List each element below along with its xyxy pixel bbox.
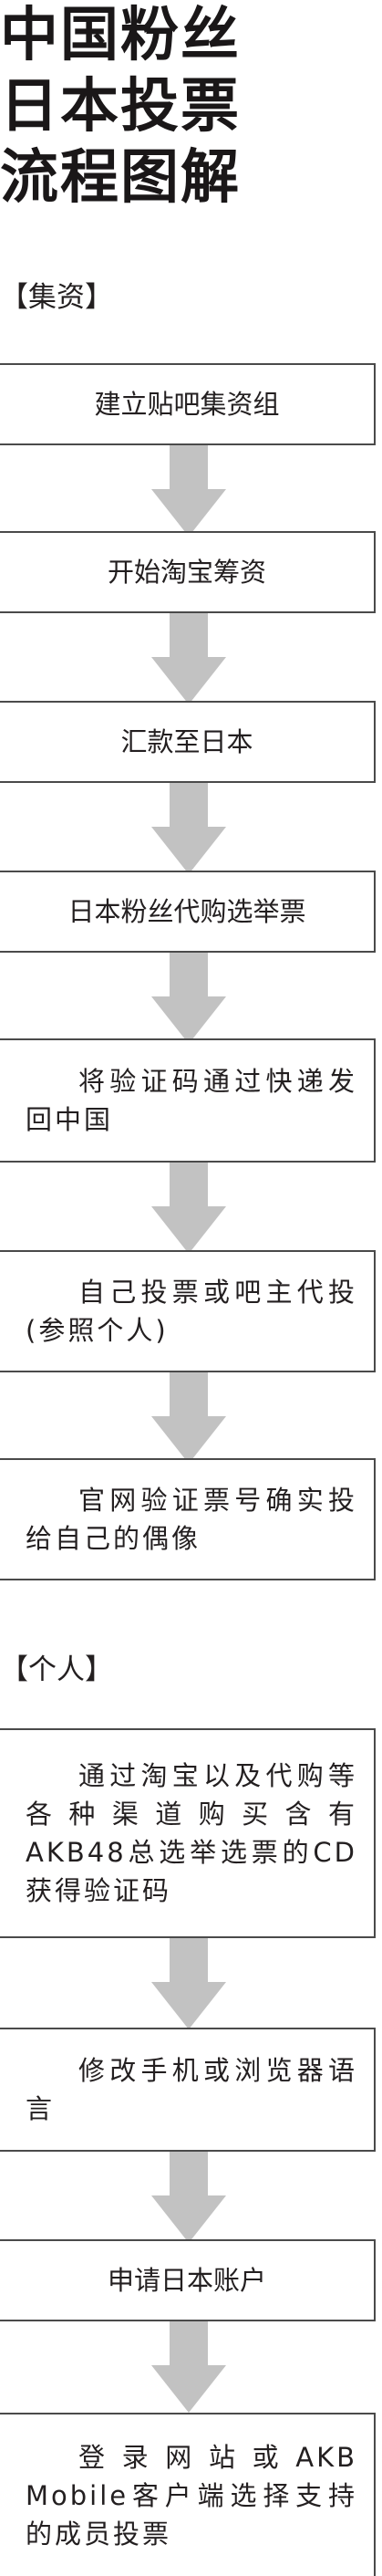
- flow-step-text: 自己投票或吧主代投(参照个人): [26, 1277, 357, 1346]
- flow-step-text: 官网验证票号确实投给自己的偶像: [26, 1485, 357, 1554]
- page-title: 中国粉丝 日本投票 流程图解: [0, 0, 241, 214]
- down-arrow-icon: [151, 1163, 226, 1254]
- down-arrow-icon: [151, 783, 226, 874]
- flow-step-box: 官网验证票号确实投给自己的偶像: [0, 1458, 376, 1580]
- flow-step-box: 汇款至日本: [0, 701, 376, 783]
- down-arrow-icon: [151, 1372, 226, 1464]
- flow-step-box: 开始淘宝筹资: [0, 531, 376, 613]
- flow-step-box: 申请日本账户: [0, 2239, 376, 2321]
- flow-step-text: 登录网站或AKB Mobile客户端选择支持的成员投票: [26, 2441, 357, 2550]
- flow-step-box: 自己投票或吧主代投(参照个人): [0, 1250, 376, 1372]
- flow-step-box: 日本粉丝代购选举票: [0, 871, 376, 953]
- title-line-3: 流程图解: [0, 143, 241, 212]
- section-label-individual: 【个人】: [0, 1653, 113, 1686]
- flow-step-text: 日本粉丝代购选举票: [67, 896, 306, 927]
- down-arrow-icon: [151, 613, 226, 704]
- down-arrow-icon: [151, 1938, 226, 2029]
- title-line-1: 中国粉丝: [0, 1, 241, 69]
- down-arrow-icon: [151, 2321, 226, 2413]
- flow-step-text: 将验证码通过快递发回中国: [26, 1066, 357, 1135]
- title-line-2: 日本投票: [0, 72, 241, 141]
- section-label-fundraise: 【集资】: [0, 281, 113, 314]
- down-arrow-icon: [151, 445, 226, 537]
- flow-step-text: 修改手机或浏览器语言: [26, 2055, 357, 2124]
- flow-step-box: 将验证码通过快递发回中国: [0, 1038, 376, 1163]
- down-arrow-icon: [151, 2152, 226, 2243]
- flow-step-text: 汇款至日本: [120, 726, 253, 757]
- flow-step-box: 修改手机或浏览器语言: [0, 2028, 376, 2152]
- flow-step-box: 通过淘宝以及代购等各种渠道购买含有AKB48总选举选票的CD获得验证码: [0, 1728, 376, 1938]
- down-arrow-icon: [151, 953, 226, 1044]
- flow-step-box: 建立贴吧集资组: [0, 363, 376, 445]
- flow-step-text: 建立贴吧集资组: [94, 389, 280, 420]
- flow-step-box: 登录网站或AKB Mobile客户端选择支持的成员投票: [0, 2413, 376, 2576]
- flow-step-text: 通过淘宝以及代购等各种渠道购买含有AKB48总选举选票的CD获得验证码: [26, 1760, 357, 1906]
- flow-step-text: 开始淘宝筹资: [107, 557, 266, 588]
- flow-step-text: 申请日本账户: [107, 2265, 266, 2296]
